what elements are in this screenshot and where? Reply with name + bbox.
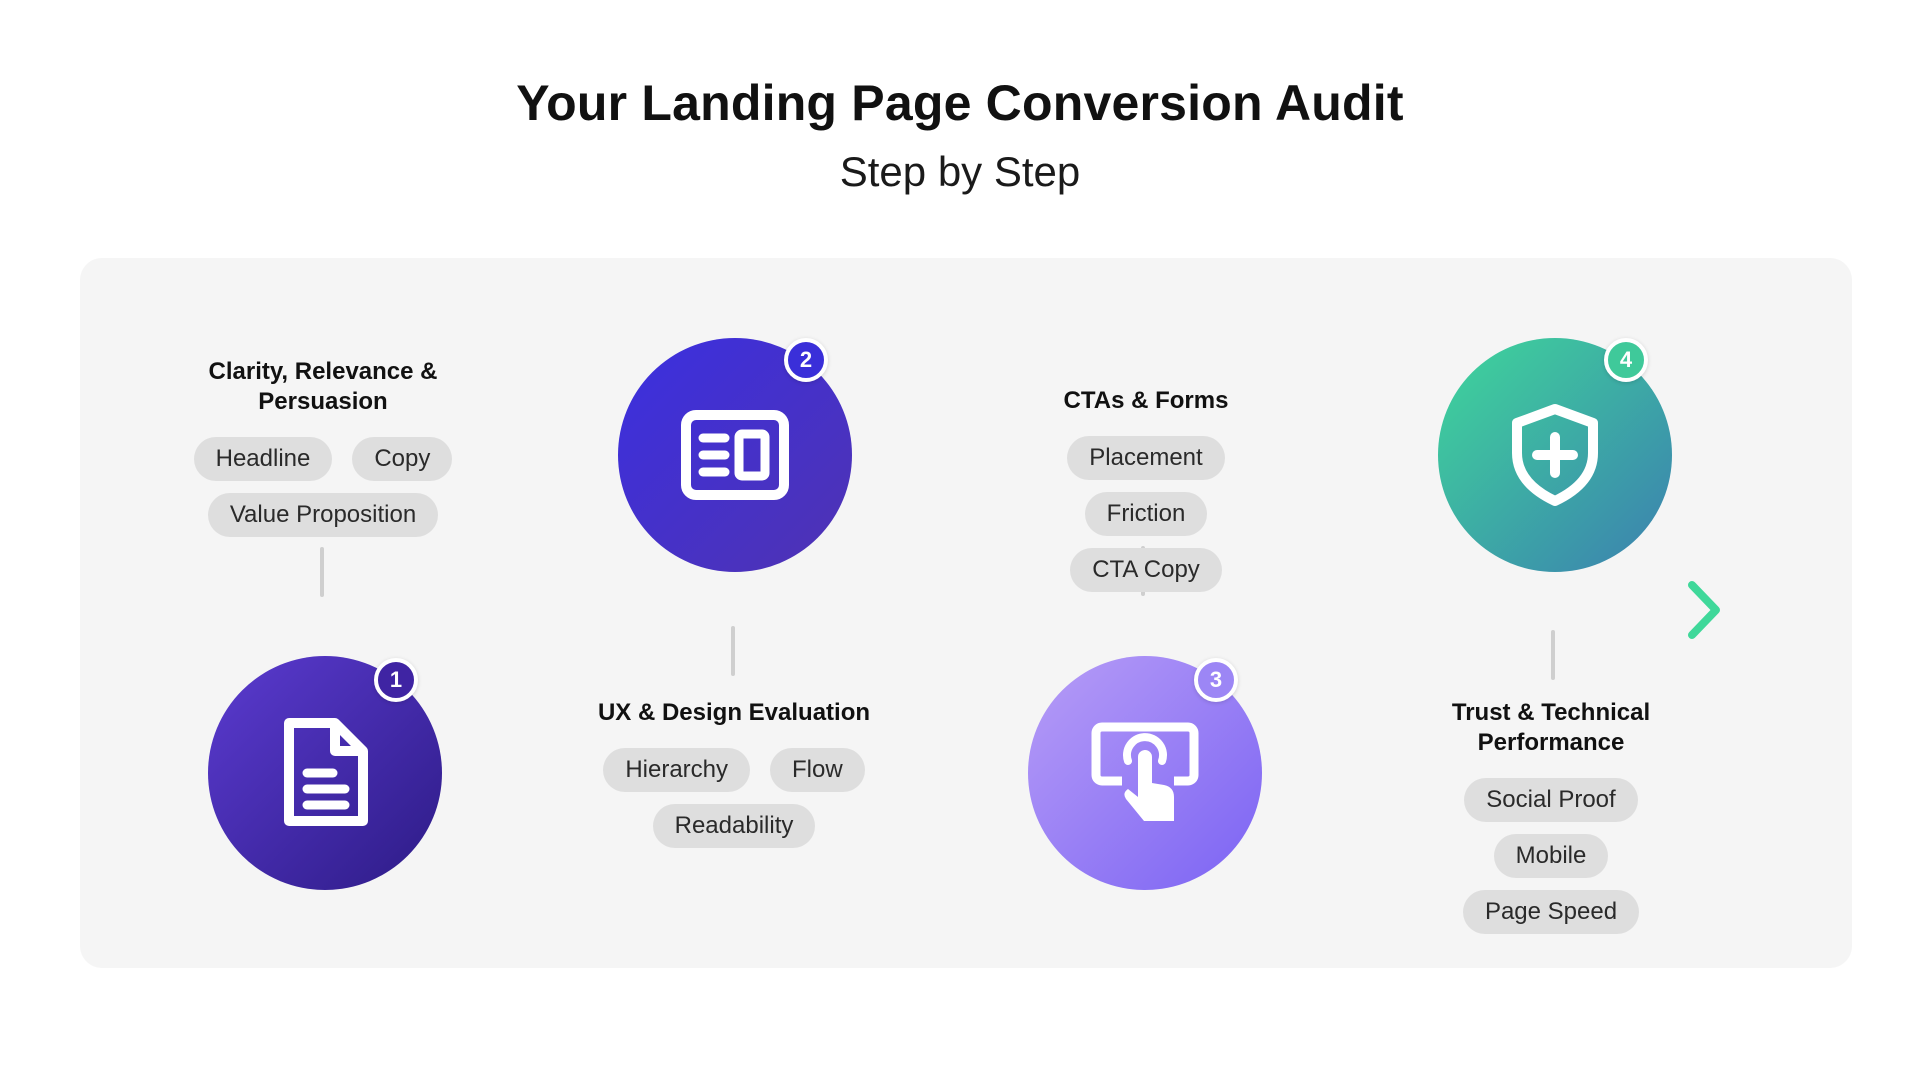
chip-cta-copy: CTA Copy bbox=[1070, 548, 1222, 592]
chip-mobile: Mobile bbox=[1493, 834, 1609, 878]
chip-hierarchy: Hierarchy bbox=[603, 748, 751, 792]
chip-flow: Flow bbox=[770, 748, 865, 792]
document-icon bbox=[284, 718, 368, 826]
step-4-chips: Social Proof Mobile Page Speed bbox=[1401, 772, 1701, 940]
step-2-label: UX & Design Evaluation Hierarchy Flow Re… bbox=[584, 698, 884, 854]
step-1-badge: 1 bbox=[374, 658, 418, 702]
step-3-label: CTAs & Forms Placement Friction CTA Copy bbox=[996, 386, 1296, 598]
chip-friction: Friction bbox=[1084, 492, 1208, 536]
step-3-badge: 3 bbox=[1194, 658, 1238, 702]
step-4-badge: 4 bbox=[1604, 338, 1648, 382]
step-1-title: Clarity, Relevance & Persuasion bbox=[208, 358, 438, 415]
step-1-chips: Headline Copy Value Proposition bbox=[173, 431, 473, 543]
connector-step-1 bbox=[320, 547, 324, 597]
step-2-title: UX & Design Evaluation bbox=[597, 699, 871, 726]
step-4-label: Trust & Technical Performance Social Pro… bbox=[1401, 698, 1701, 940]
step-1-label: Clarity, Relevance & Persuasion Headline… bbox=[173, 357, 473, 543]
connector-step-4 bbox=[1551, 630, 1555, 680]
chip-social-proof: Social Proof bbox=[1464, 778, 1638, 822]
touch-screen-icon bbox=[1091, 722, 1199, 821]
chip-page-speed: Page Speed bbox=[1462, 890, 1640, 934]
step-3-title: CTAs & Forms bbox=[1063, 387, 1229, 414]
layout-icon bbox=[681, 410, 789, 500]
chip-headline: Headline bbox=[193, 437, 333, 481]
chip-readability: Readability bbox=[652, 804, 816, 848]
timeline-arrowhead bbox=[1688, 581, 1720, 639]
shield-plus-icon bbox=[1512, 404, 1598, 506]
page-subtitle: Step by Step bbox=[839, 148, 1081, 195]
step-2-badge: 2 bbox=[784, 338, 828, 382]
chip-copy: Copy bbox=[352, 437, 453, 481]
page-title: Your Landing Page Conversion Audit bbox=[516, 75, 1404, 131]
step-3-chips: Placement Friction CTA Copy bbox=[996, 430, 1296, 598]
connector-step-2 bbox=[731, 626, 735, 676]
chip-value-proposition: Value Proposition bbox=[207, 493, 439, 537]
step-2-chips: Hierarchy Flow Readability bbox=[584, 742, 884, 854]
chip-placement: Placement bbox=[1067, 436, 1225, 480]
step-4-title: Trust & Technical Performance bbox=[1451, 699, 1651, 756]
